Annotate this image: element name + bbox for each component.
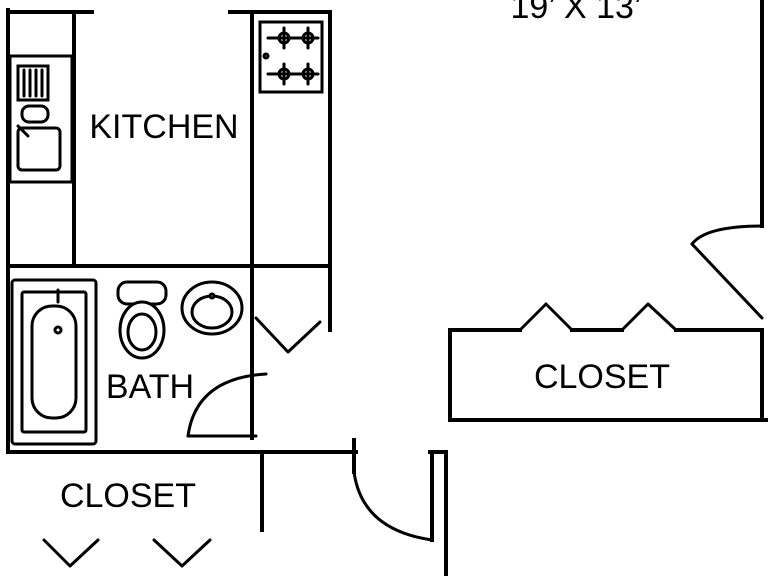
bathroom-sink (180, 280, 244, 336)
sink-faucet (20, 104, 50, 124)
closet-bottom-door-1 (42, 538, 100, 568)
closet-bottom-door-2 (152, 538, 212, 568)
toilet (116, 280, 168, 360)
bathtub (10, 278, 98, 446)
stove (258, 20, 324, 94)
main-door-swing (690, 224, 764, 246)
closet-right-label: CLOSET (534, 358, 670, 396)
main-door-leaf (690, 242, 764, 320)
closet-bottom-label: CLOSET (60, 477, 196, 515)
walls (6, 0, 768, 576)
bath-door-swing (186, 372, 268, 438)
bath-label: BATH (106, 368, 194, 406)
main-room-dimensions: 19’ X 13’ (510, 0, 641, 26)
sink-basin (16, 126, 62, 172)
entry-door-swing (352, 470, 434, 542)
kitchen-label: KITCHEN (89, 108, 238, 146)
doors (42, 224, 764, 568)
linen-closet-door (254, 316, 322, 354)
kitchen-sink (8, 54, 74, 184)
closet-right-door-1 (518, 302, 574, 332)
closet-right-door-2 (620, 302, 678, 332)
